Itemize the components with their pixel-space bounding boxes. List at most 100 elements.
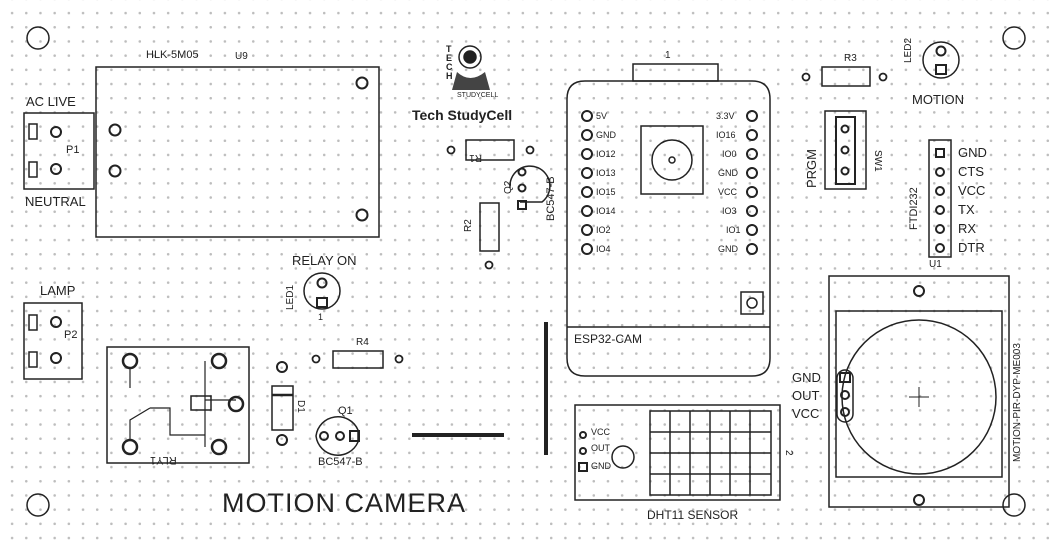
dht11-ref: 2 (783, 450, 794, 456)
resistor-r4-outline (332, 350, 384, 369)
esp32-right-pin-label: IO3 (722, 206, 737, 216)
resistor-r3-outline (821, 66, 871, 87)
power-module-name: HLK-5M05 (146, 49, 199, 61)
ftdi-pin-3 (935, 205, 945, 215)
ftdi-header-outline (928, 139, 952, 258)
esp32-right-pin-7 (746, 243, 758, 255)
resistor-r3-ref: R3 (844, 53, 857, 64)
pir-pin-label: GND (792, 370, 821, 385)
dht11-name: DHT11 SENSOR (647, 508, 739, 522)
transistor-q2-ref: Q2 (503, 180, 514, 194)
led2-outline (922, 41, 960, 79)
led1-ref: LED1 (285, 284, 296, 310)
led1-label: RELAY ON (292, 253, 357, 268)
esp32-right-pin-0 (746, 110, 758, 122)
esp32-right-pin-4 (746, 186, 758, 198)
connector-p2-ref: P2 (64, 329, 78, 341)
switch-label: PRGM (804, 149, 819, 188)
esp32-right-pin-6 (746, 224, 758, 236)
esp32-left-pin-label: IO12 (596, 149, 616, 159)
esp32-left-pin-1 (581, 129, 593, 141)
led1-pin-mark: 1 (318, 312, 324, 322)
ftdi-pin-1 (935, 167, 945, 177)
ftdi-pin-label: GND (958, 145, 987, 160)
resistor-r2-ref: R2 (463, 219, 474, 232)
switch-ref: SW1 (872, 150, 883, 172)
dht11-sensor-outline (574, 404, 781, 501)
mounting-hole-top-left (26, 26, 50, 50)
transistor-q1-ref: Q1 (338, 405, 353, 417)
pir-name: MOTION-PIR-DYP-ME003 (1012, 343, 1023, 462)
logo-text: Tech StudyCell (412, 107, 513, 123)
board-title: MOTION CAMERA (222, 488, 467, 518)
esp32-left-pin-7 (581, 243, 593, 255)
esp32-left-pin-label: GND (596, 130, 616, 140)
ftdi-pin-label: DTR (958, 240, 985, 255)
power-module-outline (95, 66, 380, 238)
esp32-name: ESP32-CAM (574, 332, 643, 346)
led2-ref: LED2 (903, 37, 914, 63)
esp32-right-pin-label: IO0 (722, 149, 737, 159)
led1-outline (303, 272, 341, 310)
pir-pin-label: OUT (792, 388, 820, 403)
esp32-ref: 1 (665, 50, 671, 61)
resistor-r2-outline (479, 202, 500, 252)
relay-outline (106, 346, 250, 464)
ftdi-name: FTDI232 (908, 187, 920, 230)
power-module-ref: U9 (235, 51, 248, 62)
tech-studycell-logo-icon (452, 45, 490, 90)
esp32-left-pin-6 (581, 224, 593, 236)
esp32-right-pin-label: GND (718, 168, 738, 178)
mounting-hole-bottom-left (26, 493, 50, 517)
mounting-hole-bottom-right (1002, 493, 1026, 517)
esp32-left-pin-0 (581, 110, 593, 122)
led2-label: MOTION (912, 92, 964, 107)
relay-ref: RLY1 (150, 454, 177, 466)
esp32-left-pin-label: IO4 (596, 244, 611, 254)
resistor-r4-ref: R4 (356, 337, 369, 348)
esp32-left-pin-3 (581, 167, 593, 179)
resistor-r1-outline (465, 139, 515, 161)
esp32-right-pin-3 (746, 167, 758, 179)
ftdi-ref: U1 (929, 259, 942, 270)
mounting-hole-top-right (1002, 26, 1026, 50)
logo-seal-text: STUDYCELL (457, 92, 499, 99)
esp32-left-pin-2 (581, 148, 593, 160)
connector-p2-outline (23, 302, 83, 380)
resistor-r1-ref: R1 (469, 152, 482, 163)
esp32-right-pin-label: VCC (718, 187, 738, 197)
esp32-cam-outline (566, 80, 771, 377)
dht11-pin-label: VCC (591, 427, 611, 437)
esp32-left-pin-4 (581, 186, 593, 198)
ftdi-pin-5 (935, 243, 945, 253)
connector-p1-outline (23, 112, 95, 190)
pir-pin-label: VCC (792, 406, 820, 421)
ftdi-pin-0 (935, 148, 945, 158)
diode-d1-outline (271, 385, 294, 431)
ftdi-pin-label: VCC (958, 183, 986, 198)
esp32-right-pin-label: IO16 (716, 130, 736, 140)
diode-d1-ref: D1 (295, 400, 306, 413)
esp32-right-pin-5 (746, 205, 758, 217)
ftdi-pin-4 (935, 224, 945, 234)
connector-p1-ref: P1 (66, 144, 80, 156)
ftdi-pin-label: CTS (958, 164, 984, 179)
esp32-right-pin-1 (746, 129, 758, 141)
dht11-pin-label: GND (591, 461, 611, 471)
dht11-pin-label: OUT (591, 443, 610, 453)
ftdi-pin-2 (935, 186, 945, 196)
transistor-q1-part: BC547-B (318, 456, 363, 468)
esp32-left-pin-label: IO2 (596, 225, 611, 235)
connector-p2-label: LAMP (40, 283, 76, 298)
esp32-left-pin-label: IO14 (596, 206, 616, 216)
connector-p1-bottom-label: NEUTRAL (25, 194, 86, 209)
ftdi-pin-label: TX (958, 202, 975, 217)
esp32-right-pin-label: GND (718, 244, 738, 254)
connector-p1-top-label: AC LIVE (26, 94, 76, 109)
esp32-left-pin-label: 5V (596, 111, 608, 121)
esp32-right-pin-label: 3.3V (716, 111, 735, 121)
esp32-left-pin-5 (581, 205, 593, 217)
transistor-q2-part: BC547-B (545, 176, 557, 221)
